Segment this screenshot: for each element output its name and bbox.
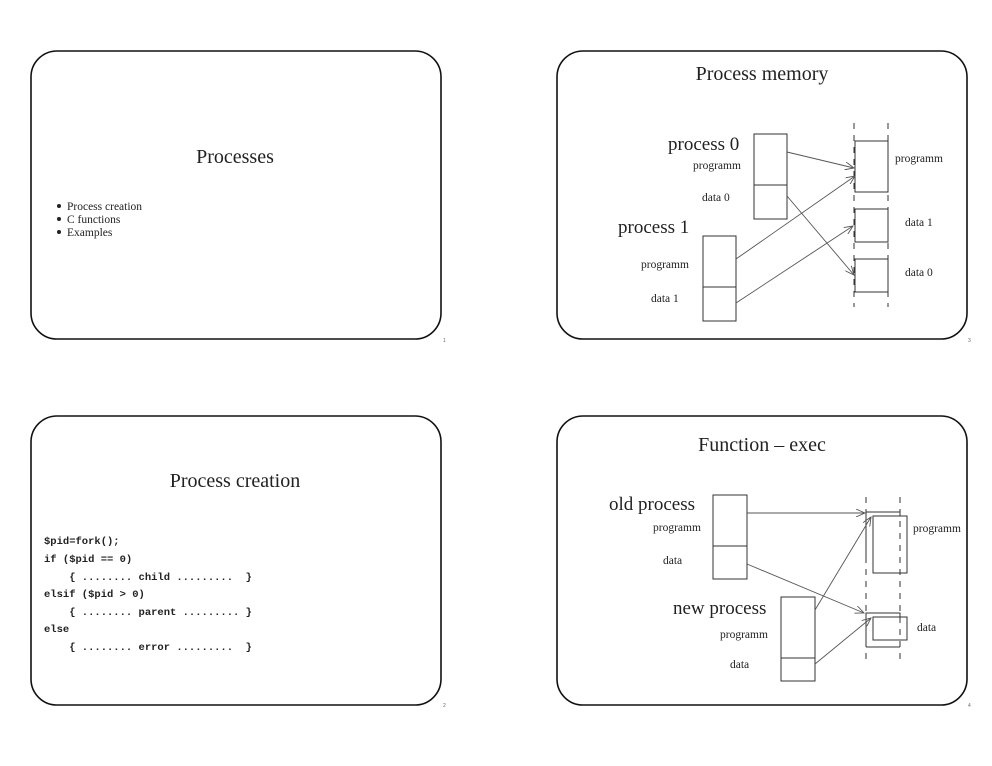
old-data-box <box>865 612 901 648</box>
page-number: 1 <box>443 338 446 344</box>
slide-process-creation: Process creation $pid=fork(); if ($pid =… <box>30 415 446 709</box>
programm-label: programm <box>653 522 701 534</box>
arrow <box>814 517 871 611</box>
slide-title: Process memory <box>696 63 829 85</box>
data-label: data <box>730 659 749 671</box>
arrow <box>786 195 854 275</box>
old-process-label: old process <box>609 494 695 515</box>
slide-frame <box>30 50 442 340</box>
code-line: elsif ($pid > 0) <box>44 589 145 601</box>
bullet-item: Process creation <box>67 201 142 213</box>
slide-function-exec: Function – exec old process programm dat… <box>556 415 971 709</box>
bullet-icon <box>57 217 61 221</box>
code-line: else <box>44 624 69 636</box>
memory-programm-box <box>854 140 889 193</box>
bullet-item: C functions <box>67 214 121 226</box>
page-number: 2 <box>443 703 446 709</box>
arrow <box>735 226 853 304</box>
code-line: { ........ parent ......... } <box>44 607 252 619</box>
programm-label: programm <box>641 259 689 271</box>
bullet-item: Examples <box>67 227 113 239</box>
slide-title: Process creation <box>170 470 301 492</box>
slide-frame <box>556 415 968 706</box>
new-data-box <box>872 616 908 641</box>
data-label: data <box>663 555 682 567</box>
process-1-label: process 1 <box>618 217 689 238</box>
new-process-label: new process <box>673 598 766 619</box>
slide-process-memory: Process memory process 0 programm data 0… <box>556 50 971 344</box>
old-process-box <box>712 494 748 580</box>
process-0-label: process 0 <box>668 134 739 155</box>
code-line: { ........ error ......... } <box>44 642 252 654</box>
bullet-icon <box>57 230 61 234</box>
data-0-label: data 0 <box>702 192 730 204</box>
programm-label: programm <box>720 629 768 641</box>
code-line: if ($pid == 0) <box>44 554 132 566</box>
programm-label: programm <box>913 523 961 535</box>
data-label: data <box>917 622 936 634</box>
programm-label: programm <box>895 153 943 165</box>
data-1-label: data 1 <box>651 293 679 305</box>
new-process-box <box>780 596 816 682</box>
process-0-box <box>753 133 788 220</box>
data-0-label: data 0 <box>905 267 933 279</box>
programm-label: programm <box>693 160 741 172</box>
page-number: 3 <box>968 338 971 344</box>
slide-frame <box>30 415 442 706</box>
memory-data-0-box <box>854 258 889 293</box>
data-1-label: data 1 <box>905 217 933 229</box>
slide-frame <box>556 50 968 340</box>
slide-1: Processes Process creation C functions E… <box>30 50 446 344</box>
page-number: 4 <box>968 703 971 709</box>
memory-data-1-box <box>854 208 889 243</box>
code-line: { ........ child ......... } <box>44 572 252 584</box>
code-line: $pid=fork(); <box>44 536 120 548</box>
new-programm-box <box>872 515 908 574</box>
arrow <box>735 176 855 260</box>
old-programm-box <box>865 511 901 563</box>
bullet-icon <box>57 204 61 208</box>
slide-title: Processes <box>196 146 274 168</box>
arrow <box>814 618 871 665</box>
arrow <box>786 151 854 168</box>
slide-title: Function – exec <box>698 434 826 456</box>
process-1-box <box>702 235 737 322</box>
arrow <box>746 563 864 613</box>
